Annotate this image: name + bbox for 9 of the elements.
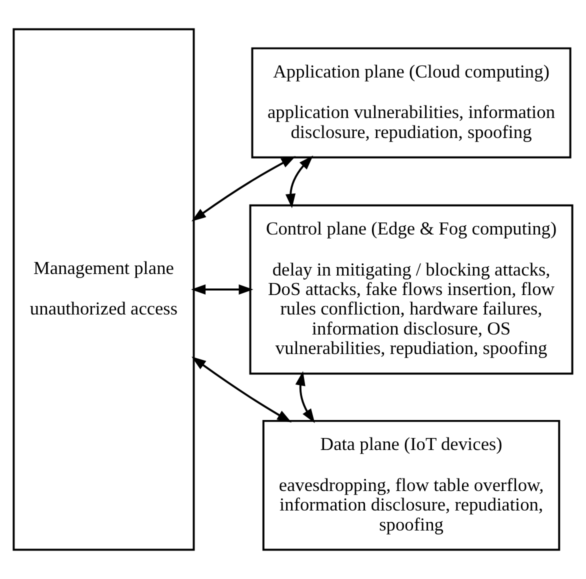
arrow [295,371,315,424]
node-box: Control plane (Edge & Fog computing) delay in mitigating / blocking attacks, DoS attacks, fake flows insertion, flow rules confliction, hardware failures, information disclosure, OS vulnerabilities, repudiation, spoofing [249,204,574,375]
arrow [191,284,254,295]
arrow [285,156,314,208]
node-box: Management plane unauthorized access [12,28,195,551]
node-box: Data plane (IoT devices) eavesdropping, flow table overflow, information disclosure, repudiation, spoofing [262,420,560,551]
arrow [192,156,296,222]
node-box: Application plane (Cloud computing) application vulnerabilities, information disclosure, repudiation, spoofing [251,47,572,158]
arrow [192,356,292,422]
